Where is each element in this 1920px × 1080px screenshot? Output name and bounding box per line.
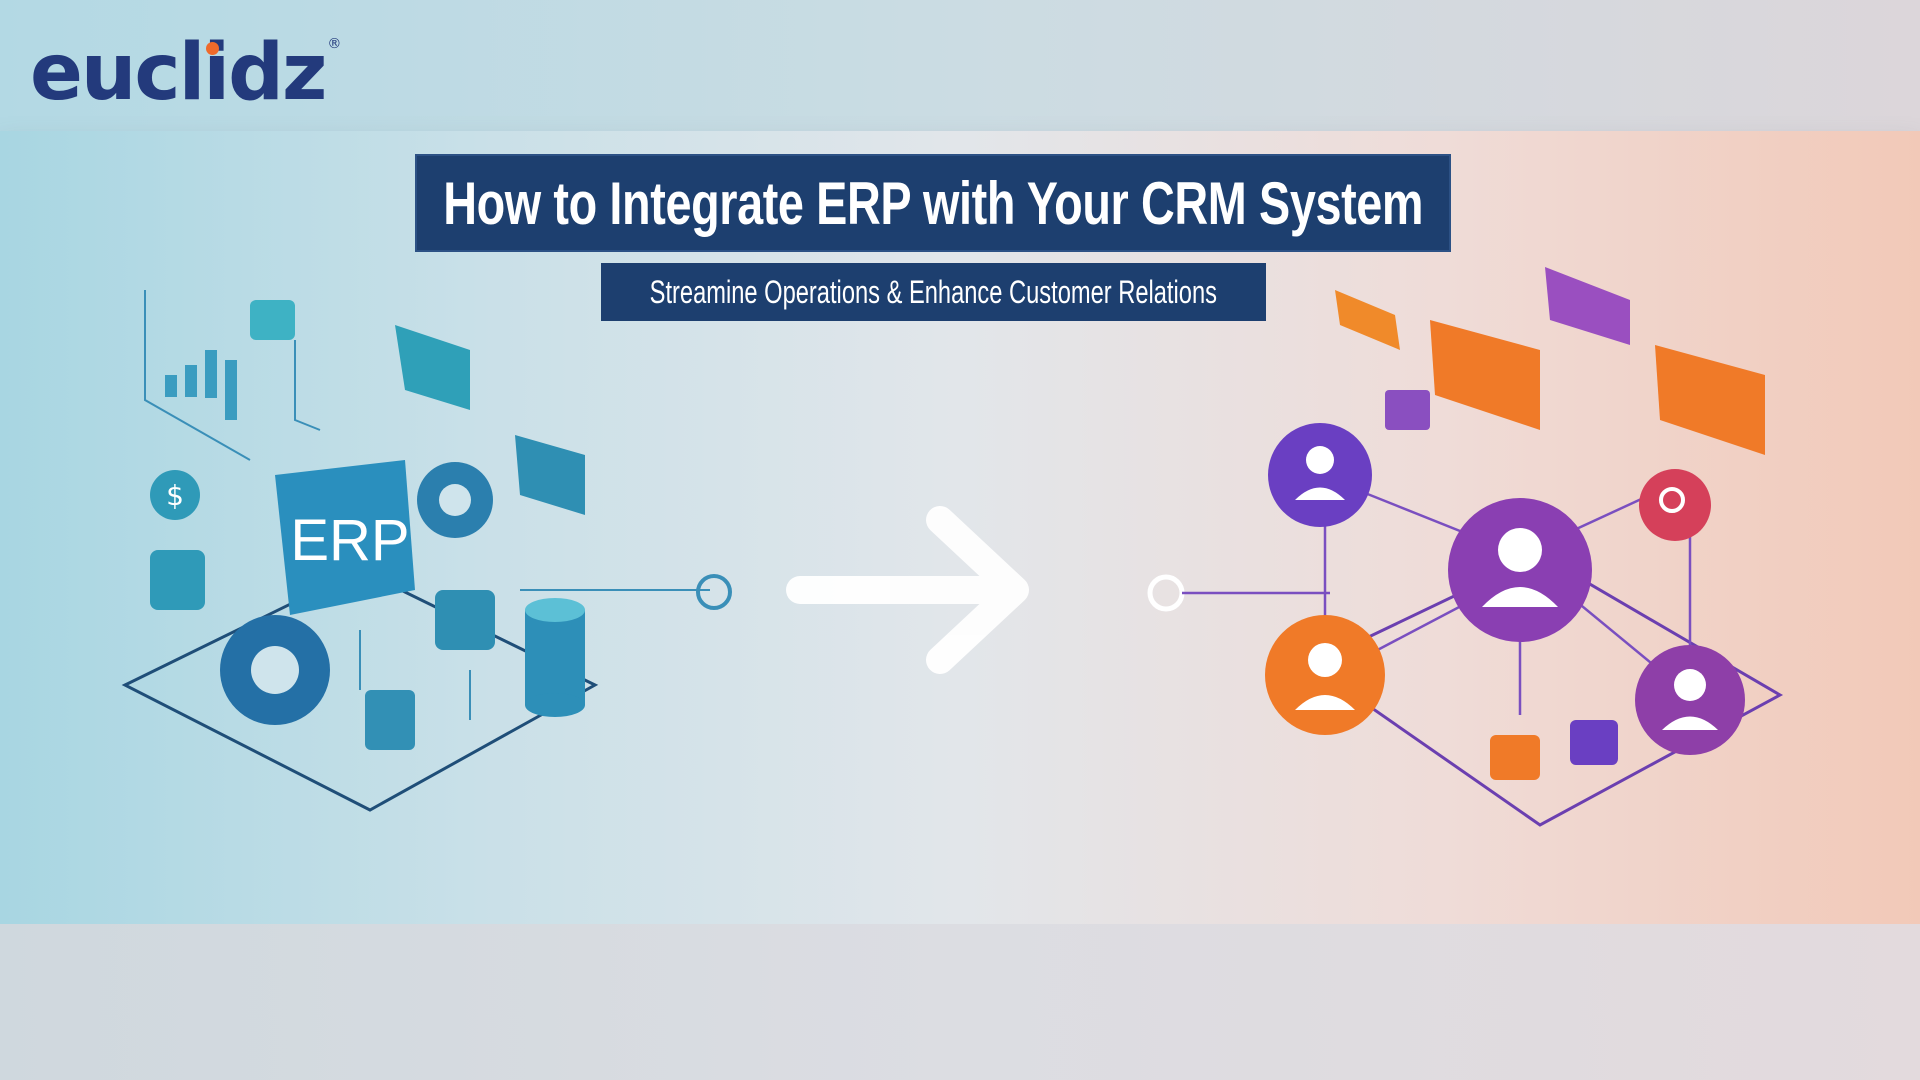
chat-icon bbox=[395, 325, 470, 410]
connector-node-icon bbox=[1147, 574, 1185, 612]
users-icon bbox=[435, 590, 495, 650]
user-avatar-icon bbox=[1268, 423, 1372, 527]
header-bar: euclidz ® bbox=[0, 0, 1920, 131]
chat-bubble-icon bbox=[1545, 267, 1630, 345]
message-icon bbox=[1430, 320, 1540, 430]
analytics-icon bbox=[150, 550, 205, 610]
erp-label: ERP bbox=[290, 508, 409, 573]
crm-illustration bbox=[1147, 267, 1784, 827]
erp-platform bbox=[121, 568, 599, 812]
chat-bubble-icon bbox=[1490, 735, 1540, 780]
page-bottom bbox=[0, 924, 1920, 1080]
euclidz-logo[interactable]: euclidz ® bbox=[30, 28, 341, 118]
registered-mark: ® bbox=[327, 36, 341, 52]
title-box: How to Integrate ERP with Your CRM Syste… bbox=[415, 154, 1451, 252]
chat-bubble-icon bbox=[1335, 290, 1400, 350]
list-message-icon bbox=[1655, 345, 1765, 455]
svg-text:$: $ bbox=[166, 479, 184, 512]
bar-chart-icon bbox=[165, 350, 237, 420]
dollar-gear-icon bbox=[150, 470, 200, 520]
banner-title: How to Integrate ERP with Your CRM Syste… bbox=[443, 169, 1423, 237]
erp-cube bbox=[275, 460, 415, 615]
database-icon bbox=[525, 598, 585, 717]
search-user-icon bbox=[1639, 469, 1711, 541]
subtitle-box: Streamine Operations & Enhance Customer … bbox=[601, 263, 1266, 321]
chart-window-icon bbox=[515, 435, 585, 515]
logo-text: euclidz bbox=[30, 28, 327, 118]
integration-arrow-icon bbox=[786, 506, 1029, 674]
connector-node-icon bbox=[696, 574, 732, 610]
erp-illustration: $ ERP bbox=[121, 290, 732, 812]
badge-icon bbox=[1570, 720, 1618, 765]
card-icon bbox=[250, 300, 295, 340]
banner-subtitle: Streamine Operations & Enhance Customer … bbox=[649, 273, 1218, 310]
logo-dot-icon bbox=[206, 42, 219, 55]
document-icon bbox=[365, 690, 415, 750]
note-icon bbox=[1385, 390, 1430, 430]
